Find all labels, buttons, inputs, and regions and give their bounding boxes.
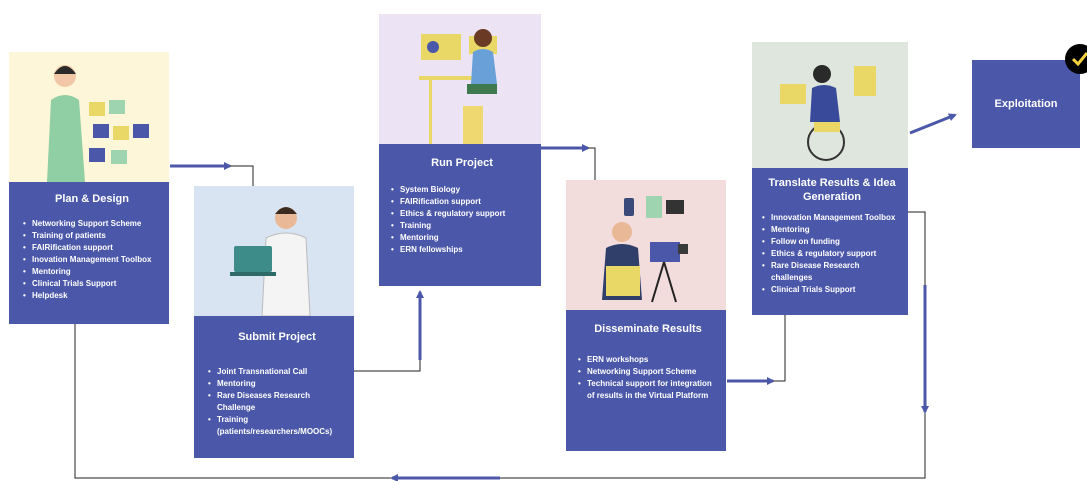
submit-item: Mentoring: [208, 378, 346, 390]
submit-item: Joint Transnational Call: [208, 366, 346, 378]
plan-illustration: [9, 52, 169, 182]
submit-list: Joint Transnational Call Mentoring Rare …: [208, 366, 346, 438]
translate-item: Clinical Trials Support: [762, 284, 902, 296]
translate-item: Follow on funding: [762, 236, 902, 248]
plan-item: Clinical Trials Support: [23, 278, 161, 290]
line-feedback-loop: [74, 211, 926, 479]
submit-illustration: [194, 186, 354, 316]
disseminate-item: Networking Support Scheme: [578, 366, 718, 378]
translate-title: Translate Results & Idea Generation: [768, 177, 896, 203]
arrow-translate-to-exploitation: [909, 113, 957, 135]
submit-item: Rare Diseases Research Challenge: [208, 390, 346, 414]
submit-title: Submit Project: [238, 331, 316, 343]
check-badge-icon: [1065, 44, 1087, 74]
disseminate-list: ERN workshops Networking Support Scheme …: [578, 354, 718, 402]
exploitation-title: Exploitation: [994, 98, 1058, 110]
submit-item: Training (patients/researchers/MOOCs): [208, 414, 346, 438]
exploitation-box: Exploitation: [972, 60, 1080, 148]
run-list: System Biology FAIRification support Eth…: [391, 184, 533, 256]
check-icon: [1071, 52, 1087, 67]
person-with-notes-icon: [47, 65, 149, 182]
run-title: Run Project: [431, 157, 493, 169]
plan-item: Inovation Management Toolbox: [23, 254, 161, 266]
line-plan-to-submit: [230, 165, 254, 186]
line-disseminate-to-translate: [773, 315, 786, 382]
disseminate-title: Disseminate Results: [594, 323, 702, 335]
plan-item: Mentoring: [23, 266, 161, 278]
person-in-wheelchair-icon: [780, 65, 876, 161]
run-project-card: Run Project System Biology FAIRification…: [379, 14, 541, 286]
plan-item: FAIRification support: [23, 242, 161, 254]
translate-results-card: Translate Results & Idea Generation Inno…: [752, 42, 908, 315]
run-item: FAIRification support: [391, 196, 533, 208]
plan-design-card: Plan & Design Networking Support Scheme …: [9, 52, 169, 324]
submit-project-card: Submit Project Joint Transnational Call …: [194, 186, 354, 458]
disseminate-results-card: Disseminate Results ERN workshops Networ…: [566, 180, 726, 451]
reporter-with-camera-icon: [602, 196, 688, 303]
line-submit-to-run: [354, 360, 421, 372]
run-item: ERN fellowships: [391, 244, 533, 256]
run-illustration: [379, 14, 541, 144]
plan-item: Training of patients: [23, 230, 161, 242]
run-item: Mentoring: [391, 232, 533, 244]
disseminate-item: ERN workshops: [578, 354, 718, 366]
disseminate-item: Technical support for integration of res…: [578, 378, 718, 402]
translate-item: Ethics & regulatory support: [762, 248, 902, 260]
run-item: Ethics & regulatory support: [391, 208, 533, 220]
plan-item: Networking Support Scheme: [23, 218, 161, 230]
run-item: Training: [391, 220, 533, 232]
translate-item: Rare Disease Research challenges: [762, 260, 902, 284]
disseminate-illustration: [566, 180, 726, 310]
person-at-desk-icon: [419, 29, 497, 144]
plan-item: Helpdesk: [23, 290, 161, 302]
plan-list: Networking Support Scheme Training of pa…: [23, 218, 161, 302]
translate-item: Innovation Management Toolbox: [762, 212, 902, 224]
line-run-to-disseminate: [588, 147, 596, 180]
doctor-with-laptop-icon: [230, 207, 311, 316]
translate-item: Mentoring: [762, 224, 902, 236]
run-item: System Biology: [391, 184, 533, 196]
plan-title: Plan & Design: [55, 193, 129, 205]
translate-illustration: [752, 42, 908, 168]
translate-list: Innovation Management Toolbox Mentoring …: [762, 212, 902, 296]
